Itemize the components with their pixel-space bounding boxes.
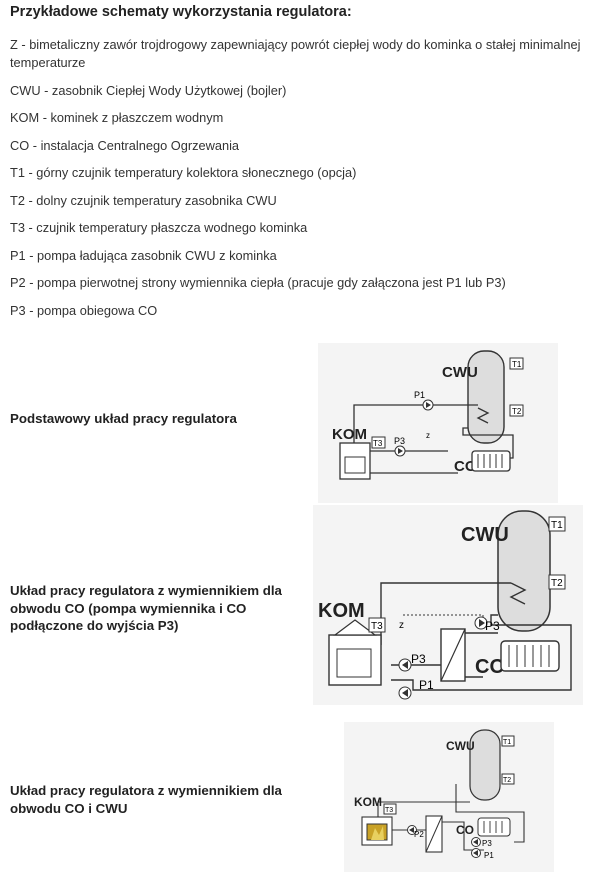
t1-label: T1 [503,739,511,746]
fire-icon [371,826,384,840]
legend-item-kom: KOM - kominek z płaszczem wodnym [10,110,224,125]
section-title-basic: Podstawowy układ pracy regulatora [10,411,237,426]
legend-item-p2: P2 - pompa pierwotnej strony wymiennika … [10,275,506,290]
cwu-tank [497,510,551,632]
co-radiator [500,640,560,672]
t1-sensor [548,516,566,532]
p1-arrow [473,850,478,856]
section-title-exchanger-co: Układ pracy regulatora z wymiennikiem dl… [10,583,282,633]
co-radiator-fins [508,645,550,667]
p3-label: P3 [482,839,492,848]
kom-label: KOM [332,426,367,443]
t3-label: T3 [385,807,393,814]
p1-label: P1 [419,678,434,692]
cwu-label: CWU [446,739,475,753]
legend-list: Z - bimetaliczny zawór trojdrogowy zapew… [10,36,585,329]
t2-label: T2 [512,407,522,416]
t1-label: T1 [512,360,522,369]
legend-item-co: CO - instalacja Centralnego Ogrzewania [10,137,240,153]
t3-sensor [368,617,386,633]
z-label: z [426,431,430,440]
t2-sensor [501,773,515,785]
co-label: CO [456,823,474,837]
t3-label: T3 [373,439,383,448]
t2-sensor [509,404,524,417]
p1-arrow [402,689,408,697]
p3-label: P3 [394,436,405,446]
co-label: CO [475,656,505,678]
diagram-exchanger-co-cwu-schema: CWU T1 T2 P2 P3 P1 KOM T3 CO [344,722,554,872]
p3-arrow-co [479,619,485,627]
t1-sensor [501,735,515,747]
p3-arrow [473,839,478,845]
p2-arrow [409,827,414,833]
p3-label-co: P3 [485,619,500,633]
p2-label: P2 [414,830,424,839]
kom-return-pipe [391,679,463,691]
cwu-coil [509,582,527,605]
kom-firebox [336,648,372,678]
section-title-exchanger-co-cwu: Układ pracy regulatora z wymiennikiem dl… [10,783,282,816]
diagram-background [344,722,554,872]
p3-arrow [398,448,403,454]
cwu-loop-pipe [455,784,525,843]
cwu-label: CWU [442,364,478,381]
t2-label: T2 [503,777,511,784]
diagram-basic-schema: CWU T1 T2 P1 P3 z KOM T3 CO [318,343,558,503]
supply-pipe [353,404,478,461]
co-radiator-fins [477,454,503,468]
co-label: CO [454,458,477,475]
legend-item-t1: T1 - górny czujnik temperatury kolektora… [10,165,357,180]
p3-arrow [402,661,408,669]
legend-item-t2: T2 - dolny czujnik temperatury zasobnika… [10,192,277,208]
t1-sensor [509,357,524,370]
p1-label: P1 [484,851,494,860]
legend-item-p1: P1 - pompa ładująca zasobnik CWU z komin… [10,247,277,263]
kom-firebox [344,456,366,474]
legend-item-cwu: CWU - zasobnik Ciepłej Wody Użytkowej (b… [10,82,287,98]
legend-item-p3: P3 - pompa obiegowa CO [10,302,158,318]
co-radiator [477,817,511,837]
exchanger-diagonal [440,628,466,682]
t3-label: T3 [371,621,383,632]
t2-sensor [548,574,566,590]
kom-label: KOM [354,795,382,809]
exchanger-diagonal [425,815,443,853]
page-title: Przykładowe schematy wykorzystania regul… [10,4,352,20]
legend-item-t3: T3 - czujnik temperatury płaszcza wodneg… [10,220,308,235]
diagram-exchanger-co-schema: CWU T1 T2 P3 P3 P1 z KOM T3 CO [313,505,583,705]
t1-label: T1 [551,520,563,531]
kom-hood [333,619,377,636]
cwu-label: CWU [461,524,509,546]
p3-label: P3 [411,652,426,666]
t2-label: T2 [551,578,563,589]
t3-sensor [383,803,397,815]
cwu-tank [469,729,501,801]
kom-label: KOM [318,600,365,622]
cwu-coil [476,407,490,424]
z-label: z [399,620,404,631]
cwu-tank [467,350,505,444]
return-pipe [463,614,572,691]
p1-arrow [426,402,431,408]
p1-label: P1 [414,390,425,400]
legend-item-z: Z - bimetaliczny zawór trojdrogowy zapew… [10,37,581,70]
co-radiator [471,450,511,472]
t3-sensor [371,436,386,449]
supply-pipe [377,801,470,817]
co-radiator-fins [483,821,503,833]
return-pipe [462,427,514,459]
